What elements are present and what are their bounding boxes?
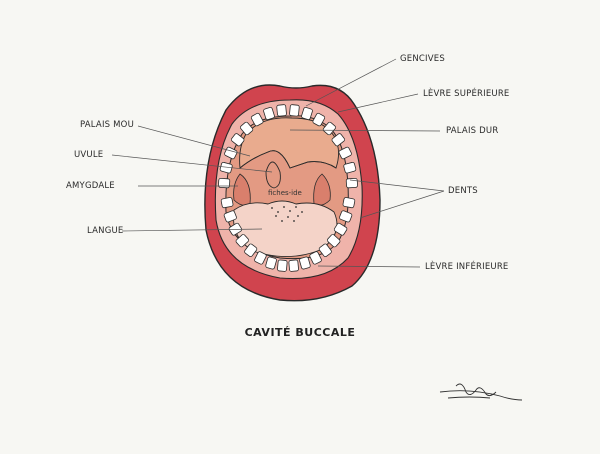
tooth — [331, 133, 345, 147]
tooth — [289, 104, 300, 117]
label-dents: DENTS — [448, 186, 478, 196]
label-levre-superieure: LÈVRE SUPÉRIEURE — [423, 89, 510, 99]
tooth — [339, 210, 353, 223]
tooth — [327, 234, 341, 248]
label-palais-mou: PALAIS MOU — [80, 120, 134, 130]
tooth — [343, 161, 357, 174]
watermark: fiches-ide — [268, 189, 302, 197]
tooth — [299, 256, 311, 270]
tooth — [277, 259, 288, 272]
line-palais-dur — [289, 129, 441, 132]
label-gencives: GENCIVES — [400, 54, 445, 64]
tooth — [220, 197, 234, 209]
signature — [439, 383, 523, 401]
tooth — [312, 112, 326, 127]
label-langue: LANGUE — [87, 226, 124, 236]
tooth — [345, 177, 358, 189]
leader-lines — [111, 58, 445, 268]
tooth — [218, 177, 231, 189]
line-langue — [121, 228, 263, 232]
line-gencives — [305, 58, 397, 107]
line-levre-superieure — [337, 93, 419, 113]
tonsil-left — [233, 173, 251, 206]
tooth — [288, 259, 299, 272]
tooth — [318, 243, 332, 257]
label-uvule: UVULE — [74, 150, 104, 160]
tooth — [250, 112, 264, 127]
line-dents-2 — [359, 190, 445, 219]
tooth — [342, 197, 356, 209]
tooth — [223, 210, 237, 223]
tooth — [309, 251, 322, 265]
tooth — [244, 243, 258, 257]
line-palais-mou — [137, 125, 251, 157]
tooth — [240, 121, 254, 136]
line-dents-1 — [349, 179, 445, 192]
tooth — [301, 107, 313, 120]
line-uvule — [111, 154, 273, 173]
tooth — [254, 251, 267, 265]
tooth — [338, 146, 352, 160]
label-palais-dur: PALAIS DUR — [446, 126, 499, 136]
label-amygdale: AMYGDALE — [66, 181, 115, 191]
uvula — [265, 161, 281, 189]
tonsil-right — [313, 173, 331, 206]
tooth — [265, 256, 277, 270]
line-levre-inferieure — [317, 265, 421, 268]
soft-palate — [239, 150, 337, 169]
tooth — [333, 222, 348, 236]
diagram-title: CAVITÉ BUCCALE — [244, 326, 356, 339]
label-levre-inferieure: LÈVRE INFÉRIEURE — [425, 262, 509, 272]
tongue-dots — [271, 206, 303, 222]
tooth — [276, 104, 287, 117]
tooth — [263, 107, 275, 120]
tongue — [233, 200, 338, 257]
tooth — [231, 133, 245, 147]
tooth — [235, 234, 249, 248]
tooth — [322, 121, 336, 136]
